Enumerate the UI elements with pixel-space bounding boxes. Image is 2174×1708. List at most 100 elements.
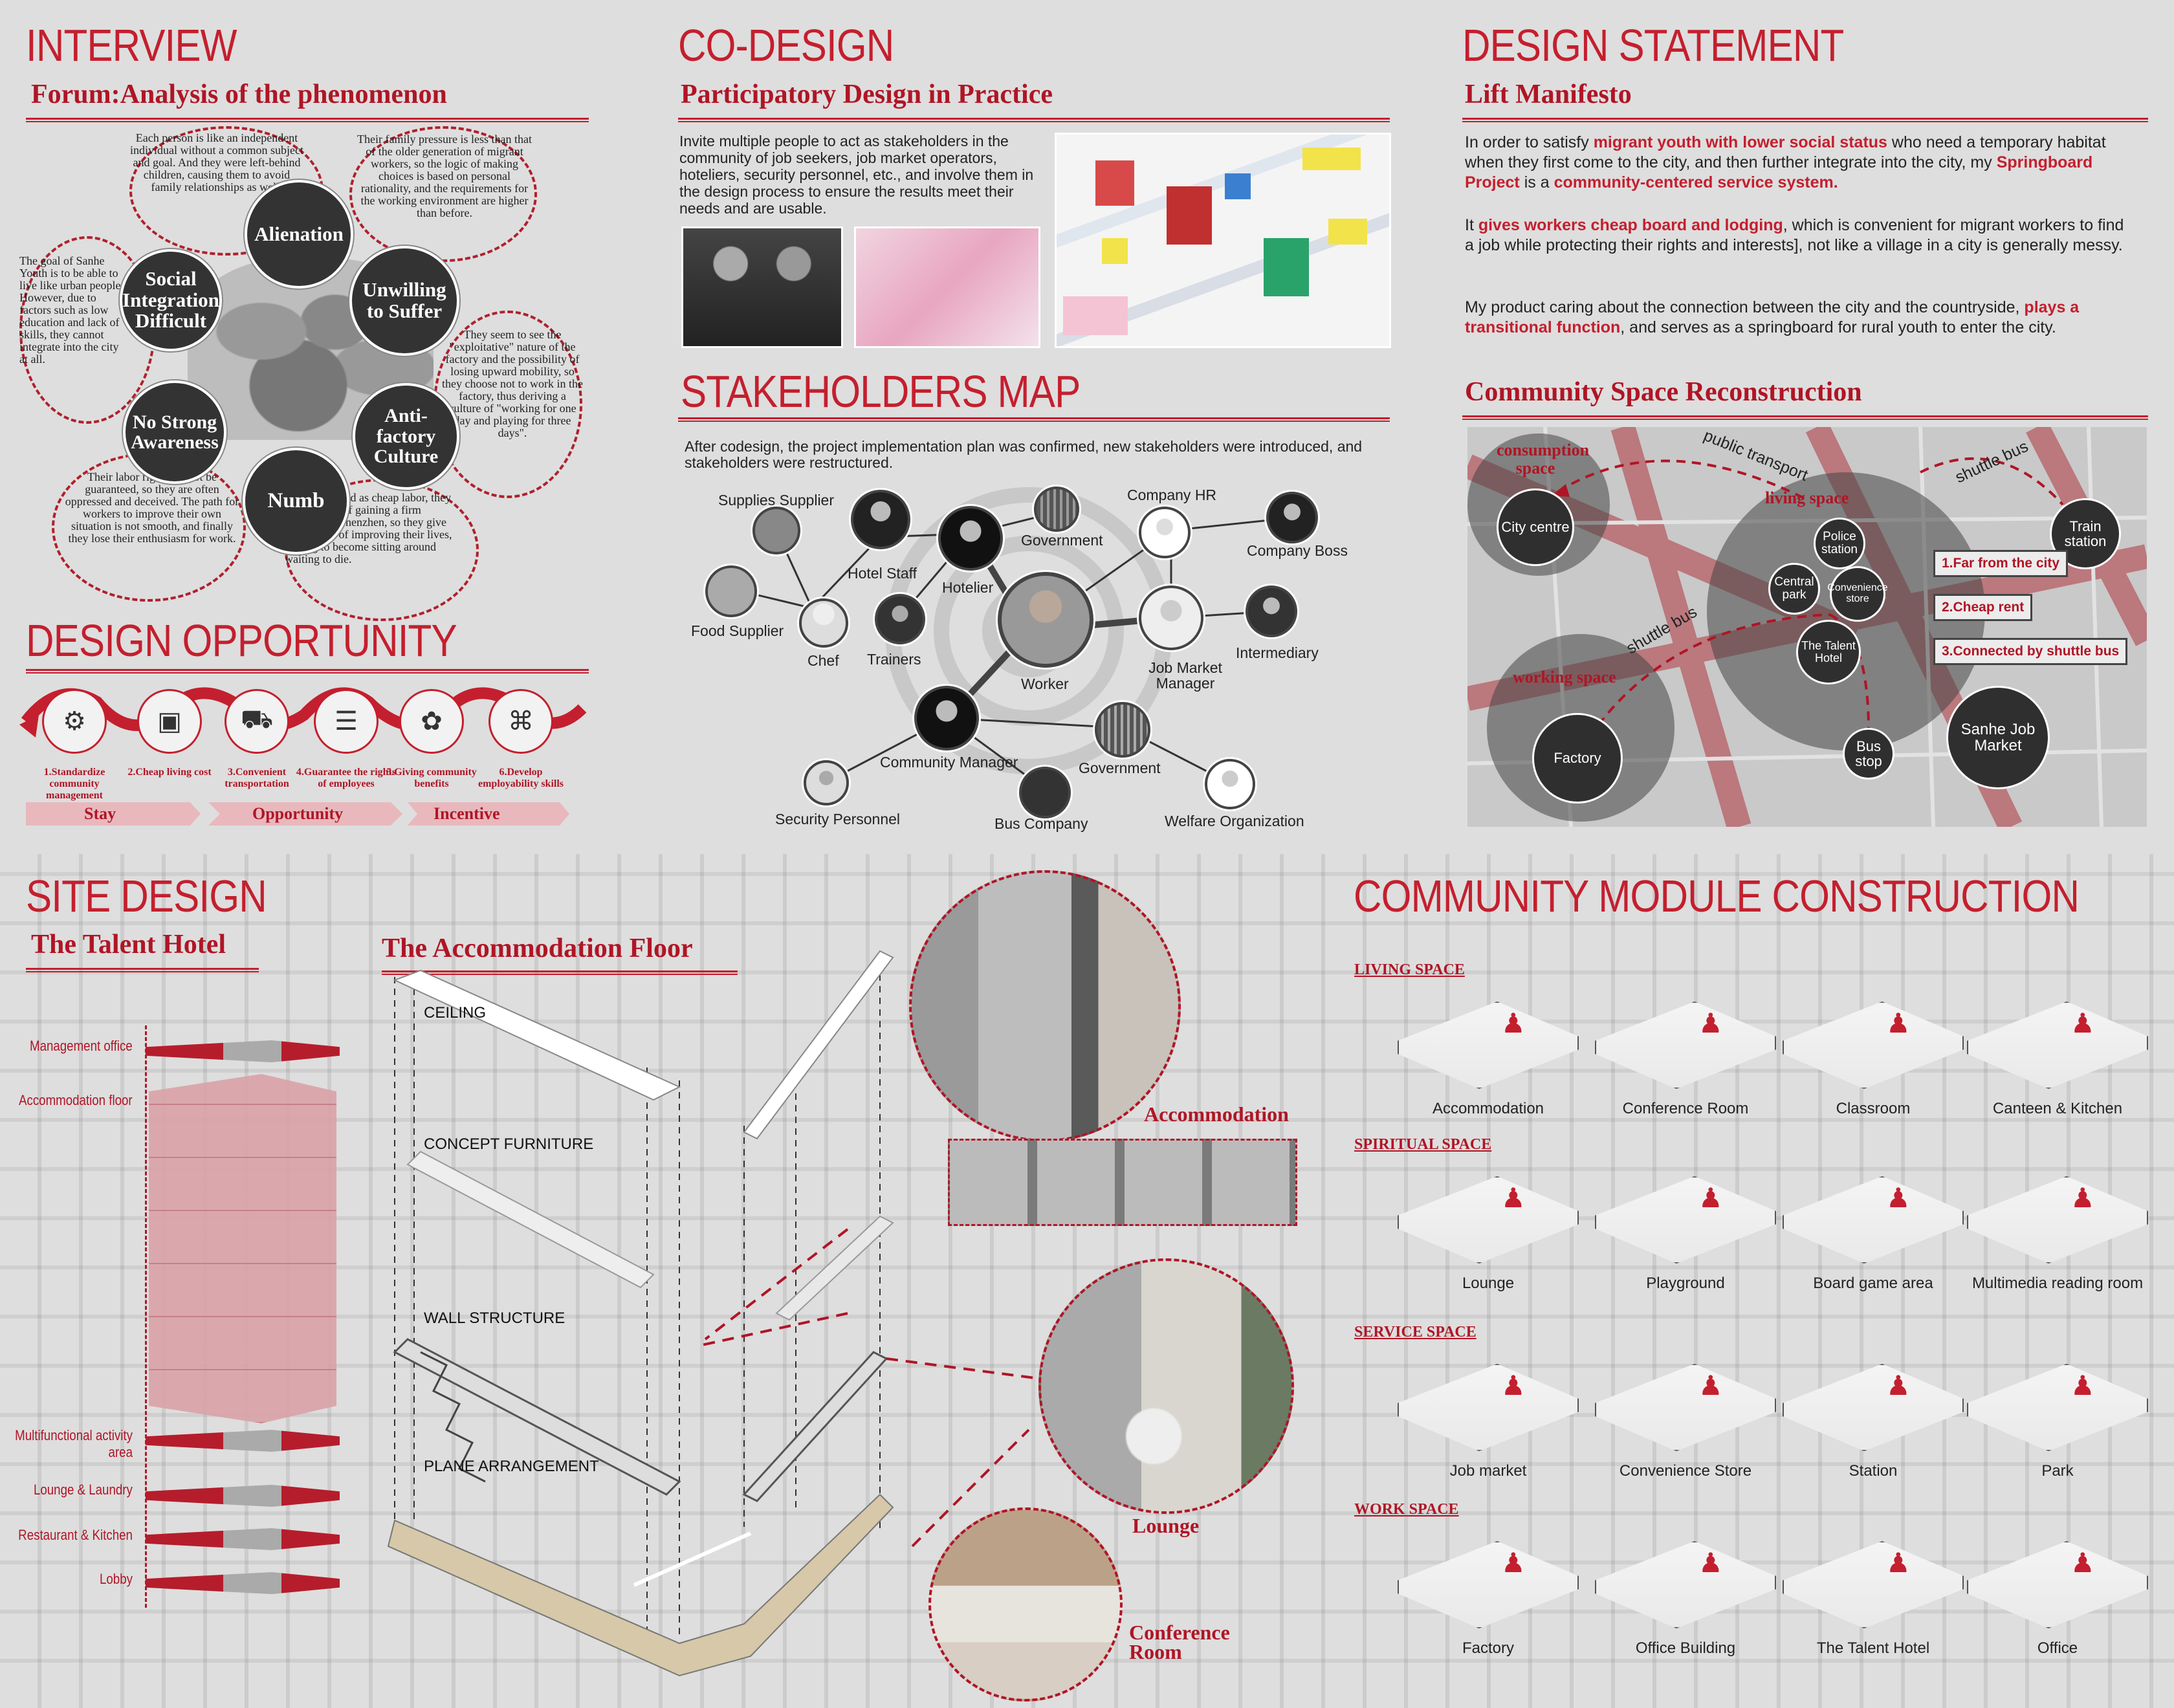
region-label-working: working space xyxy=(1513,668,1616,686)
opportunity-title: DESIGN OPPORTUNITY xyxy=(26,615,457,666)
interview-rule xyxy=(26,118,589,122)
site-subtitle: The Talent Hotel xyxy=(31,930,226,959)
node-city-centre: City centre xyxy=(1497,488,1574,566)
stakeholders-rule xyxy=(678,417,1390,422)
key-cheap-rent: 2.Cheap rent xyxy=(1933,594,2033,621)
interview-subtitle: Forum:Analysis of the phenomenon xyxy=(31,80,447,109)
module-label: Lounge xyxy=(1462,1275,1515,1292)
label-company-hr: Company HR xyxy=(1127,487,1217,503)
module-label: Office xyxy=(2037,1639,2078,1657)
module-figure-icon: ♟ xyxy=(1501,1548,1526,1578)
node-factory: Factory xyxy=(1532,713,1623,804)
module-label: Playground xyxy=(1646,1275,1725,1292)
label-hotelier: Hotelier xyxy=(942,579,994,596)
module-figure-icon: ♟ xyxy=(1886,1548,1911,1578)
exploded-axonometric xyxy=(387,950,1036,1677)
module-group-title: SERVICE SPACE xyxy=(1354,1324,1477,1341)
statement-p2: It gives workers cheap board and lodging… xyxy=(1465,216,2124,254)
label-government-bottom: Government xyxy=(1079,760,1161,776)
layer-ceiling: CEILING xyxy=(424,1004,487,1022)
region-label-consumption: consumption space xyxy=(1497,441,1590,477)
node-hotelier xyxy=(938,506,1003,571)
codesign-photo-2 xyxy=(854,226,1040,348)
floor-label-accommodation: Accommodation floor xyxy=(19,1092,133,1108)
opp-band-incentive xyxy=(408,802,569,826)
module-figure-icon: ♟ xyxy=(1886,1370,1911,1401)
codesign-title: CO-DESIGN xyxy=(678,20,894,71)
statement-title: DESIGN STATEMENT xyxy=(1462,20,1844,71)
building-dash-line xyxy=(145,1025,147,1608)
room-label-conference: Conference Room xyxy=(1129,1621,1230,1663)
node-sanhe-job-market: Sanhe Job Market xyxy=(1946,686,2050,789)
opp-band-opportunity xyxy=(208,802,402,826)
module-group-title: WORK SPACE xyxy=(1354,1501,1459,1518)
opportunity-label-4: 4.Guarantee the rights of employees xyxy=(296,767,397,789)
node-welfare-organization xyxy=(1205,759,1255,809)
opportunity-icon-2: ▣ xyxy=(137,689,202,754)
node-company-hr xyxy=(1139,507,1191,558)
photo-accommodation-circle xyxy=(909,870,1181,1142)
label-welfare-organization: Welfare Organization xyxy=(1165,813,1304,829)
node-bus-company xyxy=(1019,767,1071,818)
module-label: Factory xyxy=(1462,1639,1514,1657)
module-figure-icon: ♟ xyxy=(2070,1370,2095,1401)
module-label: Station xyxy=(1849,1462,1898,1480)
photo-accommodation-strip xyxy=(948,1139,1297,1226)
module-figure-icon: ♟ xyxy=(1698,1183,1723,1213)
opportunity-icon-4: ☰ xyxy=(314,689,379,754)
module-label: Office Building xyxy=(1635,1639,1736,1657)
opportunity-icon-3: ⛟ xyxy=(225,689,289,754)
codesign-text: Invite multiple people to act as stakeho… xyxy=(679,133,1034,217)
module-figure-icon: ♟ xyxy=(1886,1183,1911,1213)
node-bus-stop: Bus stop xyxy=(1843,728,1894,780)
module-figure-icon: ♟ xyxy=(1886,1008,1911,1038)
label-job-market-manager: Job Market Manager xyxy=(1148,659,1222,692)
room-label-lounge: Lounge xyxy=(1132,1514,1200,1537)
statement-p1: In order to satisfy migrant youth with l… xyxy=(1465,133,2106,192)
text-social: The goal of Sanhe Youth is to be able to… xyxy=(19,254,124,366)
text-noaware: Their labor rights cannot be guaranteed,… xyxy=(65,470,239,545)
label-bus-company: Bus Company xyxy=(994,815,1088,832)
modules-title: COMMUNITY MODULE CONSTRUCTION xyxy=(1354,871,2080,921)
text-alienation: Each person is like an independent indiv… xyxy=(130,131,303,193)
opportunity-label-1: 1.Standardize community management xyxy=(43,767,105,801)
opp-band-incentive-label: Incentive xyxy=(434,804,500,823)
dashed-circle-unwilling xyxy=(349,126,537,262)
key-shuttle-bus: 3.Connected by shuttle bus xyxy=(1933,638,2128,665)
room-label-accommodation: Accommodation xyxy=(1144,1102,1289,1126)
opportunity-label-6: 6.Develop employability skills xyxy=(478,767,564,789)
module-figure-icon: ♟ xyxy=(2070,1008,2095,1038)
codesign-photo-board xyxy=(1055,133,1391,348)
codesign-photo-1 xyxy=(681,226,843,348)
opportunity-icon-6: ⌘ xyxy=(489,689,553,754)
layer-plane-arrangement: PLANE ARRANGEMENT xyxy=(424,1458,599,1475)
bubble-alienation: Alienation xyxy=(245,180,353,289)
label-food-supplier: Food Supplier xyxy=(691,622,784,639)
community-rule xyxy=(1462,415,2148,420)
floor-label-restaurant: Restaurant & Kitchen xyxy=(18,1527,133,1543)
module-group-title: LIVING SPACE xyxy=(1354,961,1465,978)
floor-label-lounge-laundry: Lounge & Laundry xyxy=(34,1482,133,1498)
module-label: Multimedia reading room xyxy=(1971,1275,2144,1292)
node-security-personnel xyxy=(804,760,849,805)
statement-subtitle: Lift Manifesto xyxy=(1465,80,1632,109)
node-central-park: Central park xyxy=(1768,563,1820,615)
key-far-from-city: 1.Far from the city xyxy=(1933,550,2069,577)
label-security-personnel: Security Personnel xyxy=(775,811,901,827)
layer-concept-furniture: CONCEPT FURNITURE xyxy=(424,1135,594,1153)
node-trainers xyxy=(875,594,925,644)
node-hotel-staff xyxy=(851,490,910,549)
bubble-social-integration: Social Integration Difficult xyxy=(120,249,222,351)
opportunity-label-5: 5.Giving community benefits xyxy=(386,767,477,789)
node-community-manager xyxy=(914,686,979,750)
opportunity-icon-5: ✿ xyxy=(399,689,464,754)
text-unwilling: Their family pressure is less than that … xyxy=(357,133,532,219)
opportunity-chain xyxy=(19,687,587,738)
region-label-living: living space xyxy=(1765,488,1849,507)
module-figure-icon: ♟ xyxy=(1698,1370,1723,1401)
module-label: Conference Room xyxy=(1622,1100,1749,1117)
label-worker: Worker xyxy=(1021,675,1069,692)
text-antifactory: They seem to see the "exploitative" natu… xyxy=(442,328,583,439)
codesign-subtitle: Participatory Design in Practice xyxy=(681,80,1053,109)
module-group-title: SPIRITUAL SPACE xyxy=(1354,1136,1492,1153)
